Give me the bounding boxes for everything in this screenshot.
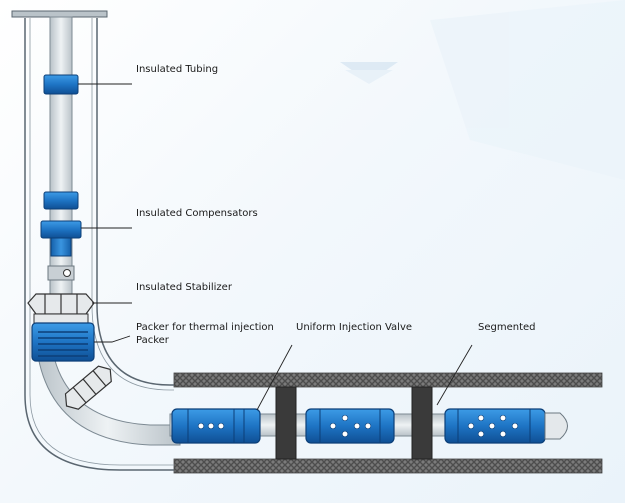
connector-bolt (63, 269, 71, 277)
casing-inner-wall (96, 18, 174, 386)
formation-bottom (173, 458, 603, 474)
injection-valve-3 (444, 408, 546, 444)
bull-nose (544, 412, 568, 440)
injection-valve-2 (305, 408, 395, 444)
formation-top (173, 372, 603, 388)
background-decoration (340, 0, 625, 180)
label-uniform-injection-valve: Uniform Injection Valve (296, 322, 413, 333)
compensator-stem (50, 237, 72, 257)
insulated-tubing-coupling (43, 74, 79, 95)
casing-inner-wall-inner (91, 18, 174, 391)
bend-stabilizer (64, 365, 112, 410)
casing-outer-wall (24, 18, 174, 471)
curved-tubing (34, 329, 181, 446)
leader-lines (78, 83, 473, 411)
compensator-lower (40, 220, 82, 239)
isolation-packer-2 (411, 386, 433, 460)
label-packer-thermal-injection: Packer for thermal injection (136, 322, 274, 333)
label-insulated-compensators: Insulated Compensators (136, 208, 258, 219)
isolation-packer-1 (275, 386, 297, 460)
thermal-injection-packer (31, 322, 95, 362)
label-insulated-tubing: Insulated Tubing (136, 64, 219, 75)
injection-valve-1 (171, 408, 261, 444)
insulated-stabilizer (27, 293, 95, 324)
casing-outer-wall-inner (29, 18, 174, 466)
label-segmented: Segmented (478, 322, 536, 333)
compensator-upper (43, 191, 79, 210)
label-packer: Packer (136, 335, 169, 346)
label-insulated-stabilizer: Insulated Stabilizer (136, 282, 232, 293)
wellhead-plate (11, 10, 108, 18)
